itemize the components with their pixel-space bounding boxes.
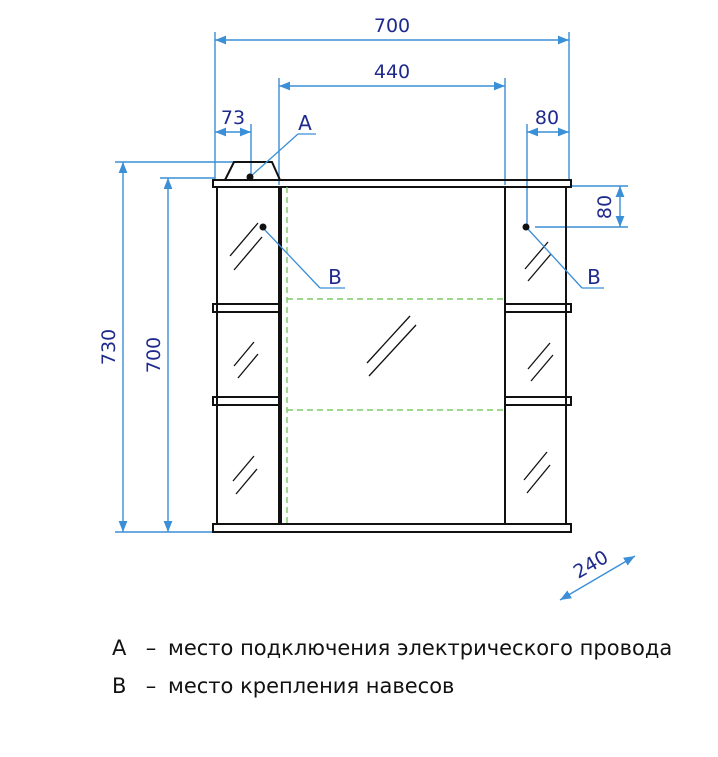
point-a-marker xyxy=(246,173,254,181)
callout-b-right-label: B xyxy=(587,265,601,289)
legend-dash: – xyxy=(145,674,157,698)
dim-right-offset: 80 xyxy=(535,107,559,129)
legend-row-b: B – место крепления навесов xyxy=(112,668,702,704)
dim-left-offset: 73 xyxy=(221,107,245,129)
dimension-lines xyxy=(115,32,636,601)
point-b-right-marker xyxy=(522,223,530,231)
legend-letter: B xyxy=(112,674,127,698)
legend: A – место подключения электрического про… xyxy=(112,630,702,704)
dim-body-height: 700 xyxy=(143,337,165,373)
legend-row-a: A – место подключения электрического про… xyxy=(112,630,702,666)
cabinet-outline xyxy=(212,161,572,533)
hidden-shelf-lines xyxy=(286,187,503,524)
legend-letter: A xyxy=(112,636,127,660)
callout-leaders xyxy=(249,133,604,289)
point-b-left-marker xyxy=(259,223,267,231)
dim-total-width: 700 xyxy=(374,15,410,37)
cabinet-drawing: 700 440 73 80 80 730 700 240 xyxy=(98,15,636,601)
dim-top-offset: 80 xyxy=(594,195,616,219)
callout-a-label: A xyxy=(298,111,312,135)
callout-b-left-label: B xyxy=(328,265,342,289)
dim-depth: 240 xyxy=(570,546,612,583)
legend-text: место крепления навесов xyxy=(168,674,455,698)
legend-dash: – xyxy=(145,636,157,660)
dim-total-height: 730 xyxy=(98,329,120,365)
dim-inner-width: 440 xyxy=(374,61,410,83)
legend-text: место подключения электрического провода xyxy=(168,636,673,660)
